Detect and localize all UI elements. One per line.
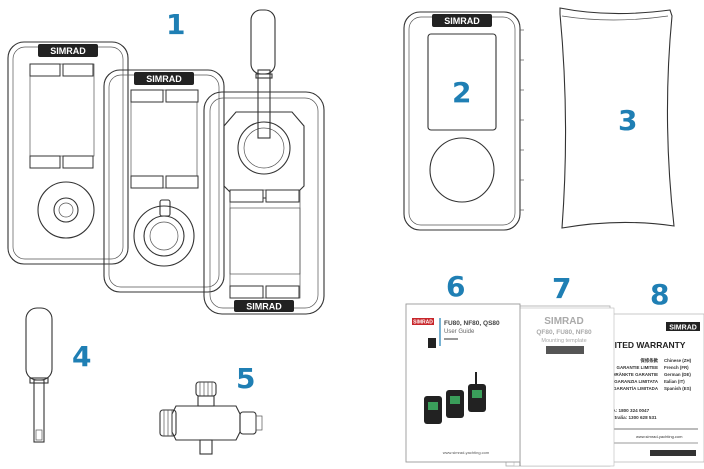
brand-logo: SIMRAD: [50, 46, 86, 56]
warranty-row-left: BESCHRÄNKTE GARANTIE: [600, 372, 658, 377]
item-1-control-heads: SIMRAD SIMRAD: [7, 9, 325, 315]
phone-usa: 1800 324 0047: [619, 408, 650, 413]
label-6: 6: [446, 270, 465, 303]
template-subtitle: Mounting template: [541, 338, 586, 344]
phone-label-australia: Australia:: [606, 415, 628, 420]
warranty-barcode: [650, 450, 696, 456]
item-6-user-guide: SIMRAD FU80, NF80, QS80 User Guide www.s…: [405, 303, 521, 463]
warranty-brand: SIMRAD: [669, 325, 697, 332]
template-title: QF80, FU80, NF80: [536, 329, 592, 336]
brand-logo: SIMRAD: [146, 74, 182, 84]
control-head-left: SIMRAD: [7, 41, 129, 265]
label-4: 4: [72, 340, 91, 373]
warranty-website: www.simrad-yachting.com: [636, 434, 683, 439]
guide-title: FU80, NF80, QS80: [444, 320, 500, 327]
label-5: 5: [236, 362, 255, 395]
brand-logo: SIMRAD: [246, 302, 282, 312]
svg-text:Australia: 1300 628 531: Australia: 1300 628 531: [606, 415, 657, 420]
item-2-cover: SIMRAD: [403, 11, 524, 231]
item-7-mounting-template: SIMRAD QF80, FU80, NF80 Mounting templat…: [505, 305, 615, 467]
warranty-language-list: 保修条款 Chinese (ZH) GARANTIE LIMITEE French (…: [600, 357, 691, 391]
warranty-row-left: GARANTIE LIMITEE: [617, 365, 659, 370]
warranty-row-right: Chinese (ZH): [664, 358, 692, 363]
item-3-bag: [559, 7, 675, 229]
warranty-row-left: 保修条款: [639, 357, 658, 364]
label-2: 2: [452, 76, 471, 109]
guide-footer: www.simrad-yachting.com: [443, 450, 490, 455]
warranty-row-right: German (DE): [664, 372, 691, 377]
label-8: 8: [650, 278, 669, 311]
control-head-lever: SIMRAD: [203, 9, 325, 315]
label-3: 3: [618, 104, 637, 137]
template-barcode: [546, 346, 584, 354]
template-brand: SIMRAD: [544, 316, 583, 327]
guide-brand: SIMRAD: [413, 320, 433, 326]
phone-australia: 1300 628 531: [628, 415, 657, 420]
label-1: 1: [166, 8, 185, 41]
warranty-row-right: French (FR): [664, 365, 689, 370]
item-5-t-connector: [159, 381, 263, 455]
warranty-row-left: GARANTÍA LIMITADA: [613, 386, 659, 391]
item-4-lever-handle: [25, 307, 53, 443]
brand-logo: SIMRAD: [444, 16, 480, 26]
warranty-row-left: GARANZIA LIMITATA: [614, 379, 659, 384]
warranty-row-right: Italian (IT): [664, 379, 685, 384]
warranty-title: LIMITED WARRANTY: [600, 340, 686, 350]
warranty-row-right: Spanish (ES): [664, 386, 692, 391]
control-head-middle: SIMRAD: [103, 69, 225, 293]
guide-subtitle: User Guide: [444, 329, 475, 335]
label-7: 7: [552, 272, 571, 305]
